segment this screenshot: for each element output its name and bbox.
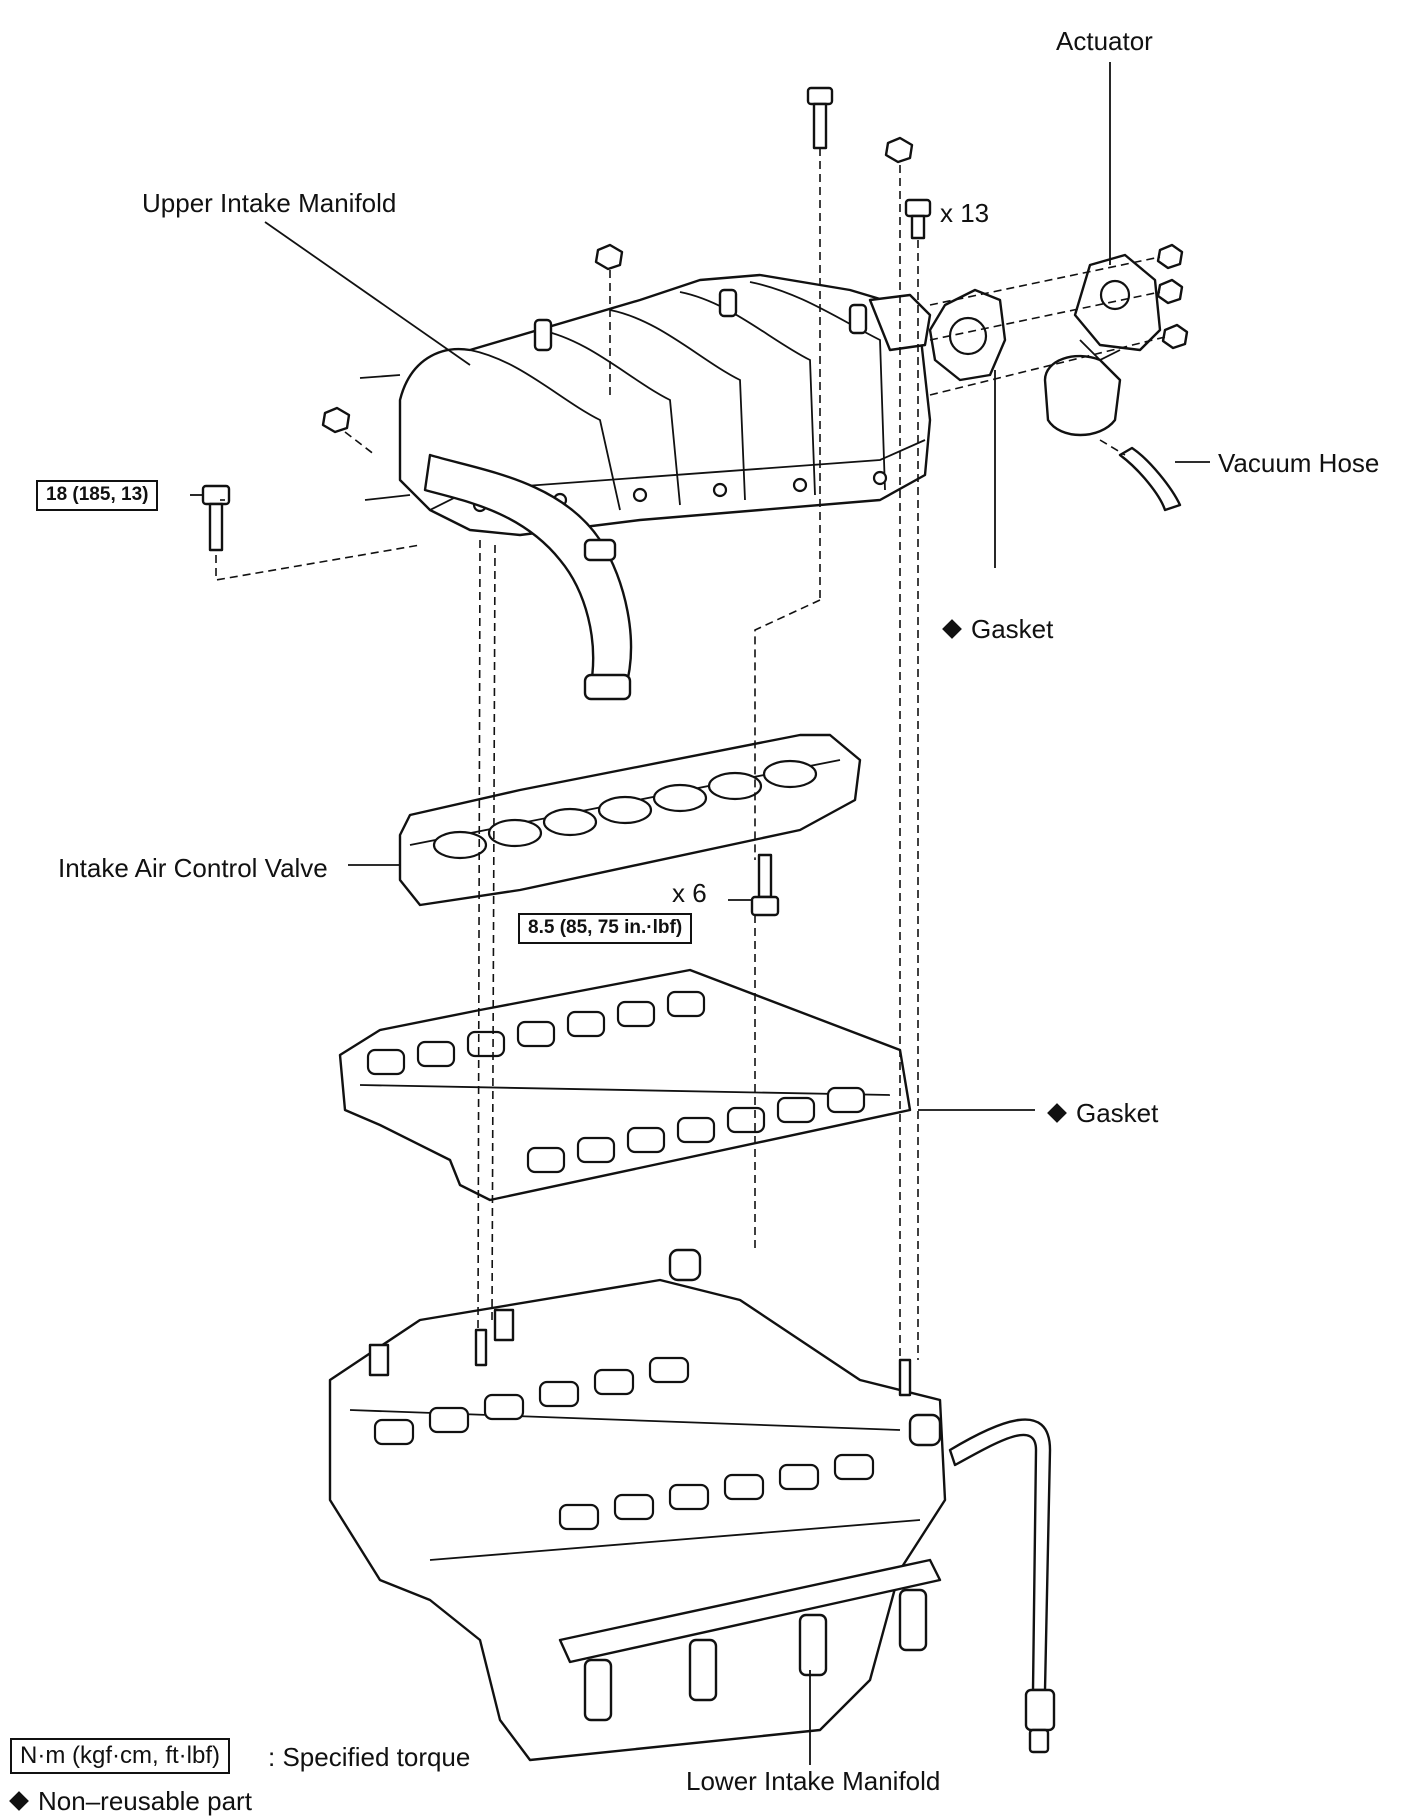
vacuum-hose-label: Vacuum Hose bbox=[1218, 448, 1380, 478]
actuator-nut-2 bbox=[1156, 278, 1184, 305]
bolt-count-13-label: x 13 bbox=[940, 198, 990, 228]
lower-gasket-drawing bbox=[338, 968, 912, 1202]
left-nut bbox=[321, 406, 351, 434]
intake-air-control-valve-drawing bbox=[398, 733, 862, 907]
lower-intake-manifold-drawing bbox=[328, 1248, 1056, 1762]
gasket-lower-label: Gasket bbox=[1047, 1100, 1158, 1126]
upper-bolt-torque-spec: 18 (185, 13) bbox=[36, 480, 159, 511]
top-nut-4 bbox=[594, 243, 624, 271]
top-nut-2 bbox=[884, 136, 914, 164]
assembly-lines bbox=[215, 148, 1166, 1370]
legend-non-reusable: Non–reusable part bbox=[9, 1788, 252, 1814]
legend-torque-desc: : Specified torque bbox=[268, 1742, 471, 1772]
upper-intake-manifold-label: Upper Intake Manifold bbox=[142, 188, 397, 218]
top-bolt-1 bbox=[806, 86, 834, 150]
bolt-count-6-label: x 6 bbox=[672, 878, 707, 908]
diamond-icon bbox=[942, 619, 962, 639]
intake-air-control-valve-label: Intake Air Control Valve bbox=[58, 853, 328, 883]
actuator-gasket-drawing bbox=[928, 288, 1007, 382]
diamond-icon bbox=[1047, 1103, 1067, 1123]
actuator-nut-1 bbox=[1156, 243, 1184, 270]
valve-bolt-torque-spec: 8.5 (85, 75 in.·lbf) bbox=[518, 913, 693, 944]
valve-bolt bbox=[750, 853, 780, 917]
top-bolt-3 bbox=[904, 198, 932, 240]
left-bolt bbox=[201, 484, 231, 552]
diamond-icon bbox=[9, 1791, 29, 1811]
actuator-nut-3 bbox=[1161, 323, 1189, 350]
legend-torque-units: N·m (kgf·cm, ft·lbf) bbox=[10, 1738, 230, 1775]
actuator-drawing bbox=[1043, 243, 1189, 512]
actuator-label: Actuator bbox=[1056, 26, 1153, 56]
legend: N·m (kgf·cm, ft·lbf) : Specified torque … bbox=[9, 1738, 570, 1818]
leader-lines bbox=[190, 62, 1210, 1765]
gasket-upper-label: Gasket bbox=[942, 616, 1053, 642]
lower-intake-manifold-label: Lower Intake Manifold bbox=[686, 1766, 941, 1796]
upper-intake-manifold-drawing bbox=[359, 273, 932, 701]
